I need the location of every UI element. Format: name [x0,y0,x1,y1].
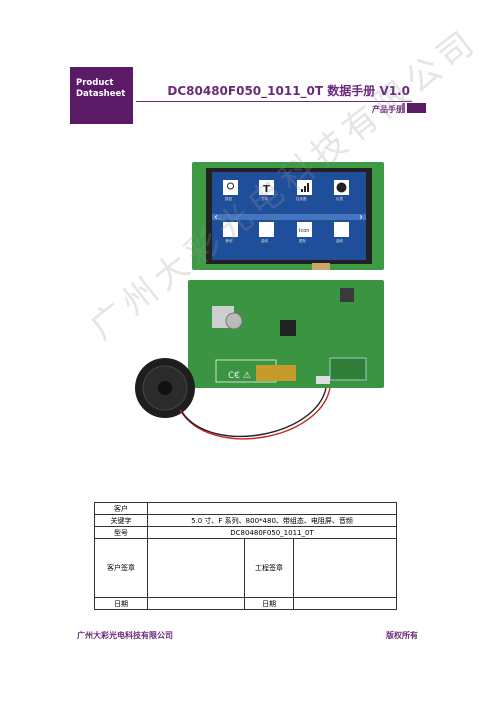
label-cell: 关键字 [94,514,148,527]
screen-left-arrow-icon: ‹ [214,212,218,223]
header-rule [136,101,412,102]
table-row: 客户 [94,502,397,515]
svg-text:图标: 图标 [299,238,307,243]
customer-value [147,502,397,515]
label-cell: 客户 [94,502,148,515]
screen-right-arrow-icon: › [359,212,363,223]
svg-text:曲线: 曲线 [336,238,344,243]
svg-text:T: T [263,184,270,195]
date-label: 日期 [94,597,148,610]
badge-line-1: Product [76,78,114,88]
table-row: 型号 DC80480F050_1011_0T [94,526,397,539]
document-subtitle: 产品手册 [372,105,404,114]
table-row: 关键字 5.0 寸、F 系列、800*480、带组态、电阻屏、音频 [94,514,397,527]
customer-sign-space [147,538,245,598]
svg-text:滑块: 滑块 [225,238,232,243]
footer-company: 广州大彩光电科技有限公司 [77,631,173,640]
screen-icon-labels: 按钮 文本 柱状图 仪表 滑块 曲线 图标 曲线 [225,196,344,243]
svg-text:仪表: 仪表 [336,196,344,201]
keywords-value: 5.0 寸、F 系列、800*480、带组态、电阻屏、音频 [147,514,397,527]
customer-sign-label: 客户签章 [94,538,148,598]
svg-text:Icon: Icon [299,228,309,234]
footer-rights: 版权所有 [386,631,418,640]
date-label-2: 日期 [244,597,294,610]
svg-text:柱状图: 柱状图 [296,196,307,201]
approval-table: 客户 关键字 5.0 寸、F 系列、800*480、带组态、电阻屏、音频 型号 … [94,502,397,610]
engineering-sign-label: 工程签章 [244,538,294,598]
badge-line-2: Datasheet [76,89,126,99]
date-value-2 [293,597,397,610]
product-datasheet-badge: Product Datasheet [70,67,133,124]
table-row: 客户签章 工程签章 [94,538,397,598]
svg-text:曲线: 曲线 [261,238,269,243]
speaker-wire-black [181,387,327,438]
speaker-wire-red [179,387,331,440]
table-row: 日期 日期 [94,597,397,610]
model-value: DC80480F050_1011_0T [147,526,397,539]
label-cell: 型号 [94,526,148,539]
subtitle-marker [402,103,426,113]
product-photo: ‹ › T Icon 按钮 文本 柱状图 仪表 滑块 曲线 图标 曲线 C€ ⚠ [135,162,384,440]
svg-text:C€ ⚠: C€ ⚠ [228,371,251,381]
svg-text:按钮: 按钮 [225,196,232,201]
svg-text:文本: 文本 [261,196,269,201]
screen-icon-grid: T Icon [223,180,349,237]
date-value [147,597,245,610]
document-title: DC80480F050_1011_0T 数据手册 V1.0 [167,84,410,98]
engineering-sign-space [293,538,397,598]
